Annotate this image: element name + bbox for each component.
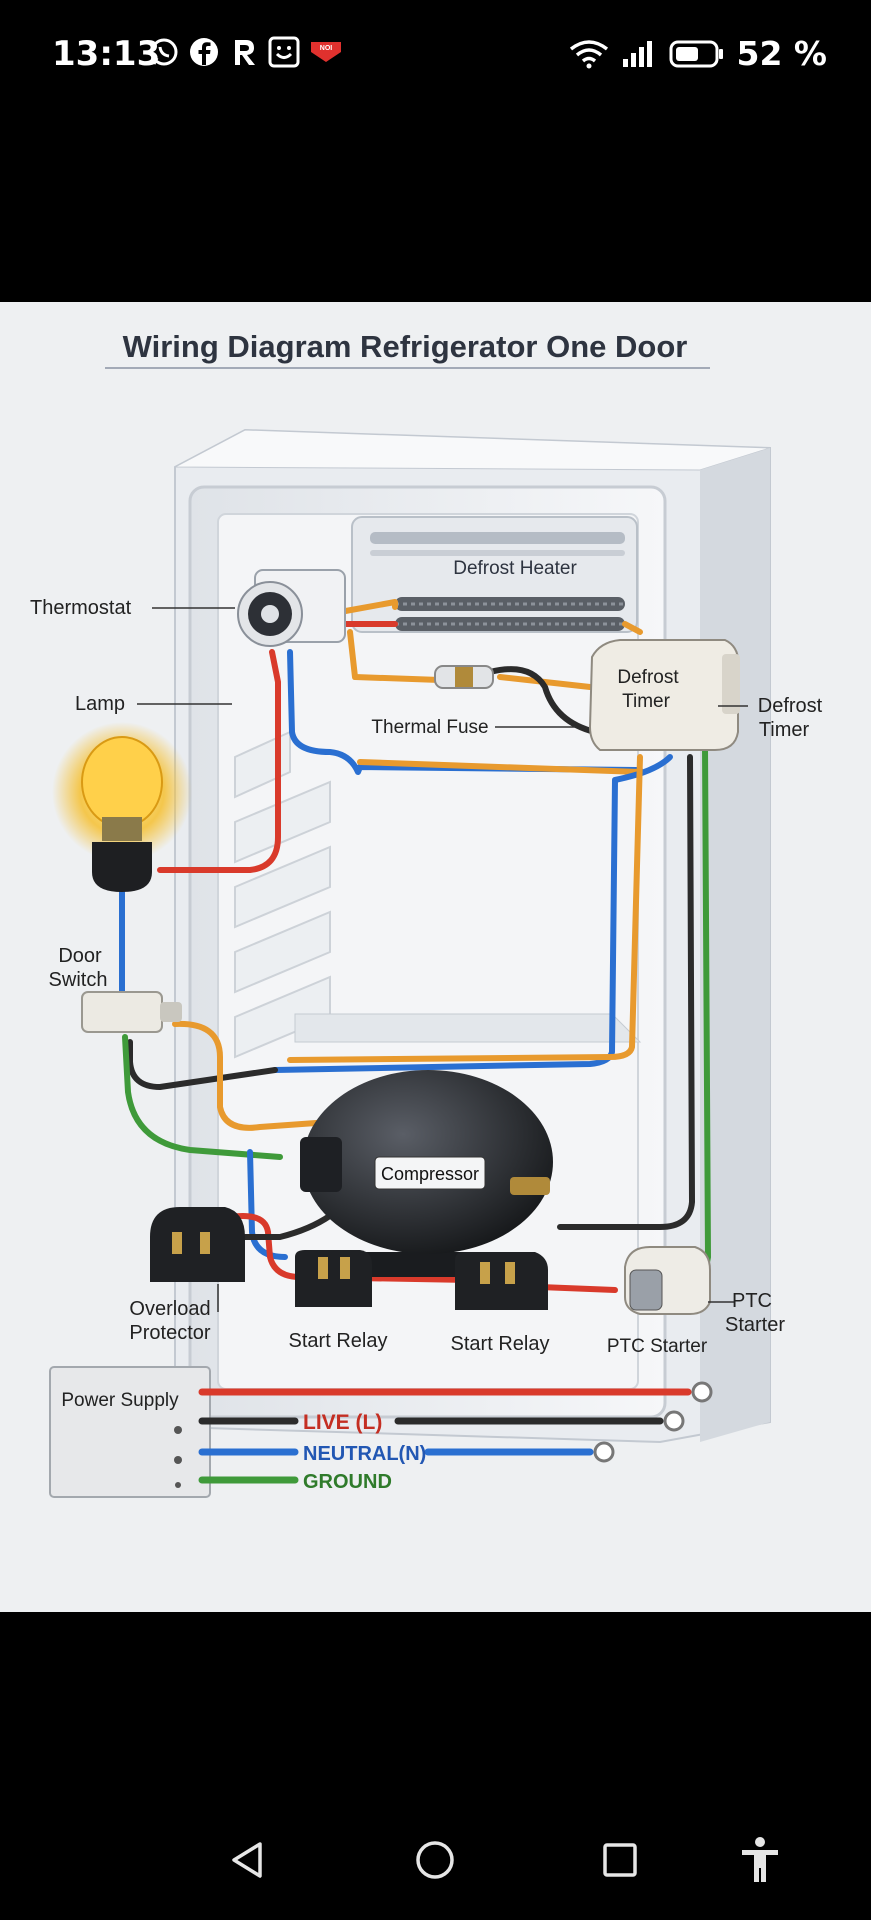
defrost-heater [370, 532, 625, 631]
wiring-diagram: Wiring Diagram Refrigerator One Door [30, 329, 823, 1498]
wiring-diagram-image[interactable]: Wiring Diagram Refrigerator One Door [0, 302, 871, 1612]
label-compressor: Compressor [381, 1164, 479, 1184]
back-icon [232, 1842, 262, 1878]
news-badge-icon: NOI [308, 36, 344, 68]
label-start-relay-1: Start Relay [289, 1330, 388, 1352]
recents-button[interactable] [590, 1830, 650, 1890]
start-relay-1-component [295, 1250, 372, 1307]
label-start-relay-2: Start Relay [451, 1333, 550, 1355]
battery-percent: 52 % [736, 34, 827, 73]
door-switch-component [81, 991, 182, 1033]
label-thermostat: Thermostat [30, 597, 132, 619]
thermostat-component [237, 569, 346, 647]
overload-protector-component [150, 1207, 245, 1282]
label-ptc-starter-bottom: PTC Starter [607, 1336, 708, 1357]
ptc-starter-component [624, 1246, 711, 1315]
supply-wires [198, 1381, 713, 1484]
label-ground: GROUND [303, 1471, 392, 1493]
label-defrost-timer-box-line2: Timer [622, 691, 671, 712]
status-bar: 13:13 NOI 52 % [0, 0, 871, 110]
diagram-title: Wiring Diagram Refrigerator One Door [123, 329, 688, 364]
label-defrost-timer-line1: Defrost [758, 695, 823, 717]
label-power-supply: Power Supply [61, 1390, 179, 1411]
home-icon [416, 1841, 454, 1879]
label-overload-line2: Protector [129, 1322, 210, 1344]
status-time: 13:13 [52, 34, 161, 74]
label-overload-line1: Overload [129, 1298, 210, 1320]
label-door-switch-line1: Door [58, 945, 102, 967]
label-defrost-heater: Defrost Heater [453, 558, 577, 579]
thermal-fuse-component [434, 665, 494, 689]
power-supply-component [49, 1366, 211, 1498]
news-badge-text: NOI [320, 45, 333, 52]
notification-icons: NOI [148, 36, 344, 68]
accessibility-button[interactable] [730, 1830, 790, 1890]
start-relay-2-component [455, 1252, 548, 1310]
label-neutral: NEUTRAL(N) [303, 1443, 426, 1465]
lamp-bulb [52, 722, 192, 892]
wifi-icon [569, 39, 608, 68]
back-button[interactable] [218, 1830, 278, 1890]
home-button[interactable] [405, 1830, 465, 1890]
label-thermal-fuse: Thermal Fuse [371, 717, 488, 738]
smiley-app-icon [268, 36, 300, 68]
defrost-timer-component [588, 639, 740, 751]
signal-icon [622, 40, 652, 67]
status-right: 52 % [569, 34, 827, 73]
accessibility-icon [742, 1837, 778, 1882]
label-ptc-right-line2: Starter [725, 1314, 785, 1336]
whatsapp-icon [148, 36, 180, 68]
label-live: LIVE (L) [303, 1411, 382, 1434]
label-lamp: Lamp [75, 693, 125, 715]
label-defrost-timer-box-line1: Defrost [617, 667, 679, 688]
recents-icon [603, 1843, 637, 1877]
r-app-icon [228, 36, 260, 68]
battery-icon [669, 40, 723, 67]
facebook-icon [188, 36, 220, 68]
label-door-switch-line2: Switch [49, 969, 108, 991]
navigation-bar [0, 1800, 871, 1920]
label-defrost-timer-line2: Timer [759, 719, 810, 741]
label-ptc-right-line1: PTC [732, 1290, 772, 1312]
